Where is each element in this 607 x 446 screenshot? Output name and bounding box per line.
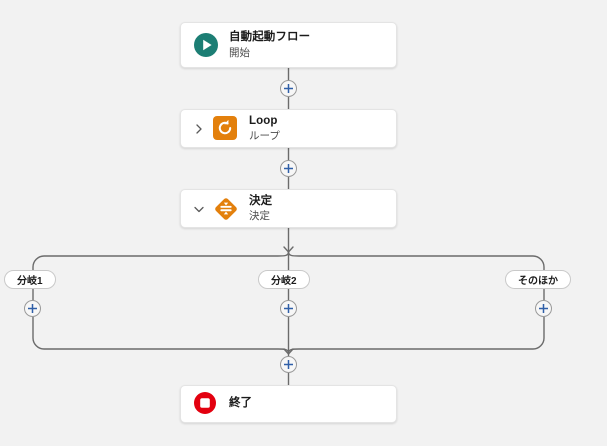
plus-icon: [284, 164, 293, 173]
plus-icon: [284, 84, 293, 93]
decision-diamond-icon: [213, 196, 239, 222]
node-decision-subtitle: 決定: [249, 210, 270, 223]
branch-label-1[interactable]: 分岐1: [4, 270, 56, 289]
node-start[interactable]: 自動起動フロー 開始: [180, 22, 397, 68]
play-circle-icon: [193, 32, 219, 58]
chevron-down-icon[interactable]: [191, 201, 207, 217]
add-step-button-after-loop[interactable]: [280, 160, 297, 177]
plus-icon: [284, 304, 293, 313]
node-loop-text: Loop ループ: [249, 115, 280, 142]
branch-label-other[interactable]: そのほか: [505, 270, 571, 289]
plus-icon: [28, 304, 37, 313]
add-step-button-after-merge[interactable]: [280, 356, 297, 373]
add-step-button-branch-2[interactable]: [280, 300, 297, 317]
add-step-button-branch-other[interactable]: [535, 300, 552, 317]
loop-refresh-icon: [213, 115, 239, 142]
node-start-subtitle: 開始: [229, 46, 250, 59]
node-start-title: 自動起動フロー: [229, 31, 311, 44]
node-decision-title: 決定: [249, 194, 273, 207]
branch-label-2[interactable]: 分岐2: [258, 270, 310, 289]
branch-label-other-text: そのほか: [518, 276, 558, 287]
node-loop-title: Loop: [249, 114, 278, 127]
add-step-button-after-start[interactable]: [280, 80, 297, 97]
chevron-right-icon[interactable]: [191, 121, 207, 137]
node-decision[interactable]: 決定 決定: [180, 189, 397, 228]
node-loop-subtitle: ループ: [249, 130, 280, 143]
branch-label-1-text: 分岐1: [17, 276, 43, 287]
stop-circle-icon: [193, 391, 219, 417]
node-start-text: 自動起動フロー 開始: [229, 31, 310, 58]
node-end-text: 終了: [229, 397, 252, 410]
plus-icon: [284, 360, 293, 369]
add-step-button-branch-1[interactable]: [24, 300, 41, 317]
node-decision-text: 決定 決定: [249, 195, 272, 222]
node-end[interactable]: 終了: [180, 385, 397, 423]
plus-icon: [539, 304, 548, 313]
node-end-title: 終了: [229, 397, 252, 410]
node-loop[interactable]: Loop ループ: [180, 109, 397, 148]
branch-label-2-text: 分岐2: [271, 276, 297, 287]
